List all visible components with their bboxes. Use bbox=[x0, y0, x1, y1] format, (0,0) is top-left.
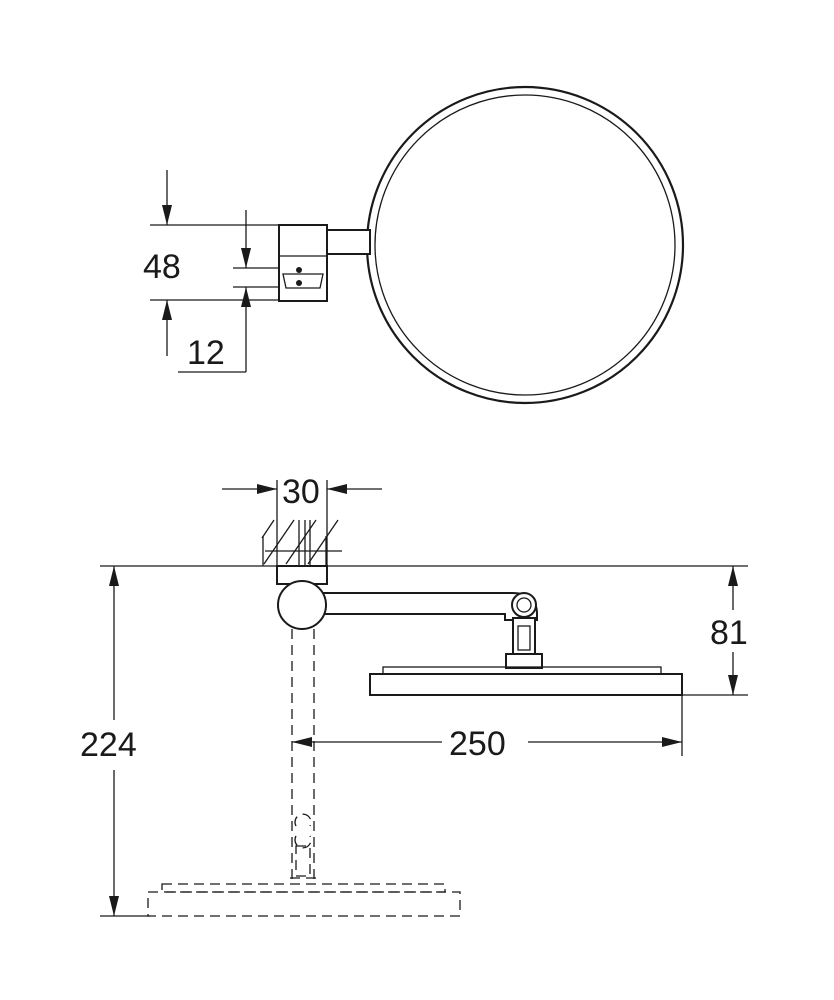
alternate-position bbox=[147, 629, 461, 917]
swing-arm bbox=[301, 592, 538, 621]
mirror-inner-ring bbox=[374, 94, 676, 396]
elbow-joint-outer bbox=[511, 592, 537, 618]
dimension-250: 250 bbox=[292, 695, 683, 763]
wall-hatch bbox=[261, 519, 342, 566]
wall-knuckle bbox=[277, 580, 327, 630]
dimension-81: 81 bbox=[682, 566, 748, 696]
dimension-250-label: 250 bbox=[449, 725, 506, 763]
mirror-stem bbox=[505, 617, 543, 669]
elbow-joint-inner bbox=[516, 597, 532, 613]
dimension-48: 48 bbox=[143, 170, 279, 356]
dimension-48-label: 48 bbox=[143, 248, 181, 286]
dimension-30: 30 bbox=[222, 473, 382, 570]
wall-mount-plate bbox=[278, 224, 328, 302]
dimension-224-label: 224 bbox=[80, 726, 137, 764]
mirror-head bbox=[369, 673, 683, 696]
dimension-12-label: 12 bbox=[187, 334, 225, 372]
dimension-81-label: 81 bbox=[710, 614, 748, 652]
dimension-224: 224 bbox=[80, 566, 150, 917]
front-arm bbox=[321, 229, 371, 255]
mirror-outer-ring bbox=[365, 85, 685, 405]
side-view: 30 bbox=[80, 473, 748, 917]
dimension-30-label: 30 bbox=[282, 473, 320, 511]
dimension-12: 12 bbox=[178, 210, 279, 373]
front-view: 48 12 bbox=[143, 85, 685, 405]
